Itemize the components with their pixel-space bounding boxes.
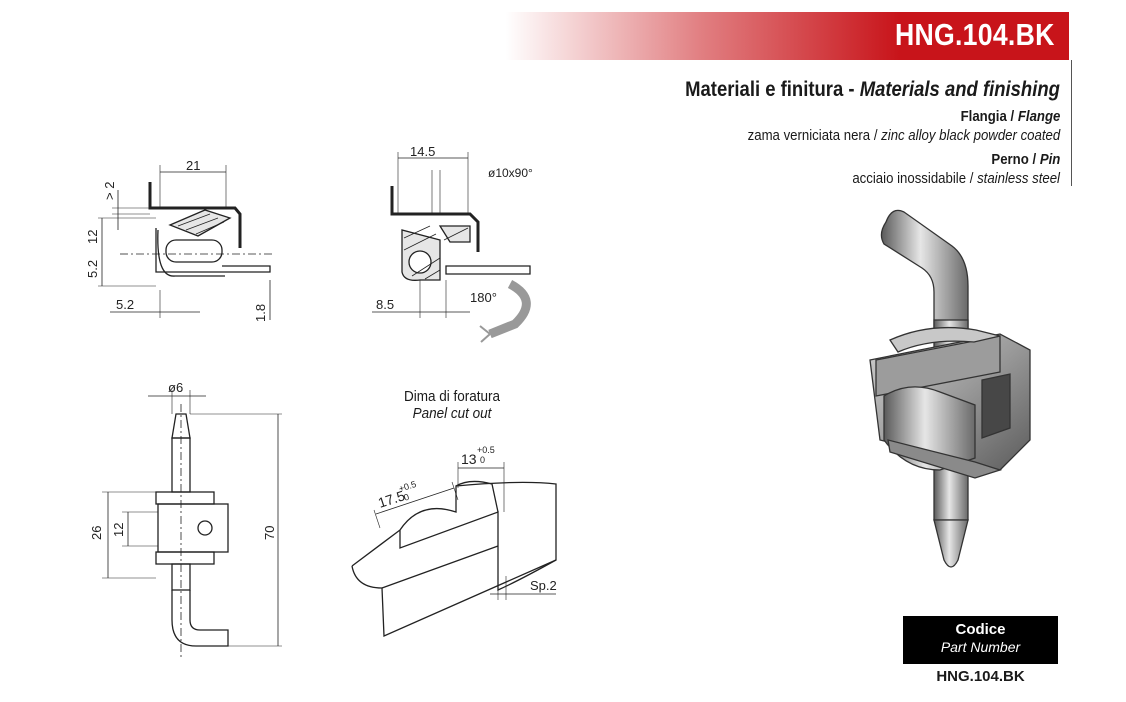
panel-cutout-label: Dima di foratura Panel cut out	[403, 388, 501, 422]
dim-180-deg: 180°	[470, 290, 497, 305]
part-number-box: Codice Part Number	[903, 616, 1058, 664]
part-number-value: HNG.104.BK	[936, 668, 1025, 685]
materials-title: Materiali e finitura - Materials and fin…	[685, 78, 1060, 101]
product-3d-render	[869, 209, 1031, 568]
part-number-label: Codice	[955, 621, 1006, 638]
dim-sheet-thickness: Sp.2	[530, 578, 557, 593]
dim-8-5: 8.5	[376, 297, 394, 312]
side-view-drawing: 21 > 2 12 5.2 5.2 1.8	[85, 158, 275, 322]
product-code-title: HNG.104.BK	[895, 17, 1055, 52]
dim-13-tol-plus: +0.5	[477, 445, 495, 455]
dim-offset: 5.2	[116, 297, 134, 312]
front-view-drawing: ø6 26 12 70	[89, 380, 282, 660]
header-banner: HNG.104.BK	[505, 12, 1069, 60]
flange-value: zama verniciata nera / zinc alloy black …	[747, 127, 1060, 144]
flange-label: Flangia / Flange	[960, 108, 1060, 125]
dim-pin-dia: ø6	[168, 380, 183, 395]
dim-21: 21	[186, 158, 200, 173]
dim-17-5-tol-minus: 0	[403, 492, 411, 503]
dim-14-5: 14.5	[410, 144, 435, 159]
dim-12: 12	[85, 230, 100, 244]
dim-26: 26	[89, 526, 104, 540]
pin-value: acciaio inossidabile / stainless steel	[852, 170, 1060, 187]
header-divider-line	[1071, 60, 1072, 186]
dim-gap: > 2	[102, 182, 117, 200]
dim-13: 13	[461, 451, 477, 467]
pin-label: Perno / Pin	[991, 151, 1060, 168]
dim-17-5-tol-plus: +0.5	[398, 479, 418, 494]
part-number-label-en: Part Number	[940, 639, 1021, 655]
dim-thickness: 1.8	[253, 304, 268, 322]
dim-hole: ø10x90°	[488, 166, 533, 180]
section-view-drawing: 14.5 ø10x90° 8.5 180°	[372, 144, 533, 343]
panel-cutout-drawing: 17.5 +0.5 0 13 +0.5 0 Sp.2	[351, 445, 557, 637]
dim-13-tol-minus: 0	[480, 455, 485, 465]
dim-pin-height: 5.2	[85, 260, 100, 278]
dim-70: 70	[262, 526, 277, 540]
dim-12-front: 12	[111, 523, 126, 537]
